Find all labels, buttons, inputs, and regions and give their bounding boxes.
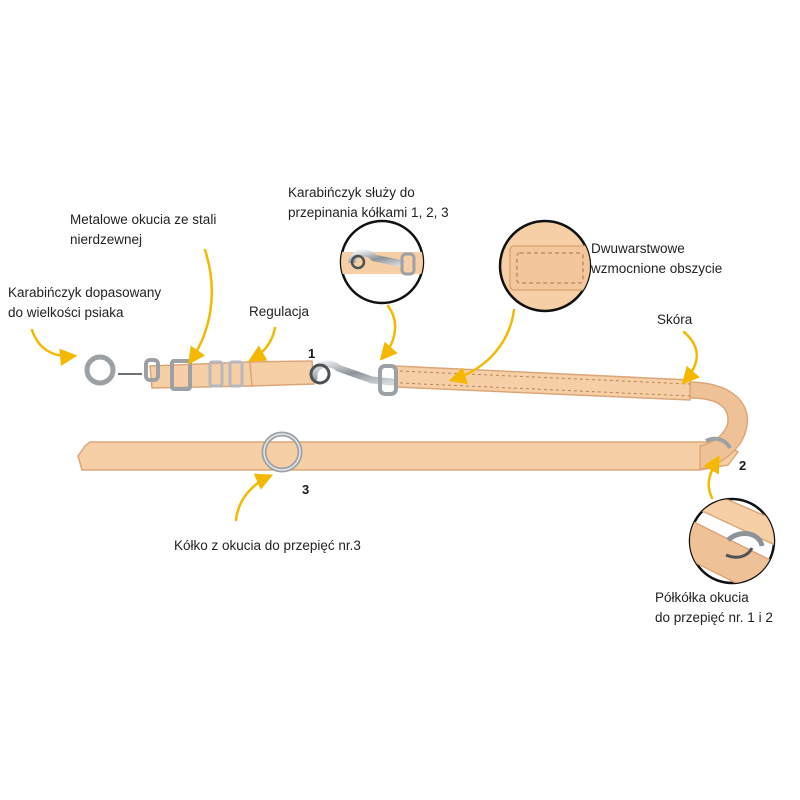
pointer-arrows (30, 248, 720, 522)
adjustment-buckle (170, 359, 244, 391)
leather-strap (77, 360, 749, 471)
annotation-line: do wielkości psiaka (8, 305, 124, 320)
annotation-line: wzmocnione obszycie (591, 261, 723, 276)
snap-hook-middle (309, 360, 398, 396)
annotation-leather: Skóra (657, 310, 692, 330)
annotation-line: Karabińczyk dopasowany (8, 285, 162, 300)
annotation-line: Skóra (657, 312, 693, 327)
annotation-ring-3: Kółko z okucia do przepięć nr.3 (174, 536, 361, 556)
annotation-line: Metalowe okucia ze stali (70, 212, 217, 227)
annotation-line: przepinania kółkami 1, 2, 3 (288, 205, 449, 220)
annotation-half-ring: Półkółka okucia do przepięć nr. 1 i 2 (655, 588, 773, 628)
zoom-snap-hook-icon (339, 219, 425, 305)
marker-1: 1 (308, 346, 316, 361)
annotation-snap-hook-rings: Karabińczyk służy do przepinania kółkami… (288, 183, 449, 223)
zoom-stitching-icon (498, 219, 592, 313)
marker-3: 3 (302, 482, 310, 497)
annotation-double-stitching: Dwuwarstwowe wzmocnione obszycie (591, 239, 722, 279)
annotation-line: do przepięć nr. 1 i 2 (655, 610, 773, 625)
ring-3 (261, 431, 303, 473)
annotation-line: Karabińczyk służy do (288, 185, 415, 200)
snap-hook-icon (84, 354, 160, 386)
annotation-snap-hook-size: Karabińczyk dopasowany do wielkości psia… (8, 283, 161, 323)
annotation-line: Regulacja (249, 304, 310, 319)
annotation-line: Kółko z okucia do przepięć nr.3 (174, 538, 361, 553)
annotation-metal-fittings: Metalowe okucia ze stali nierdzewnej (70, 210, 216, 250)
annotation-regulation: Regulacja (249, 302, 309, 322)
annotation-line: Półkółka okucia (655, 590, 749, 605)
half-ring-2 (705, 436, 732, 450)
annotation-line: nierdzewnej (70, 232, 143, 247)
marker-2: 2 (739, 458, 747, 473)
annotation-line: Dwuwarstwowe (591, 241, 685, 256)
zoom-half-ring-icon (688, 497, 776, 585)
